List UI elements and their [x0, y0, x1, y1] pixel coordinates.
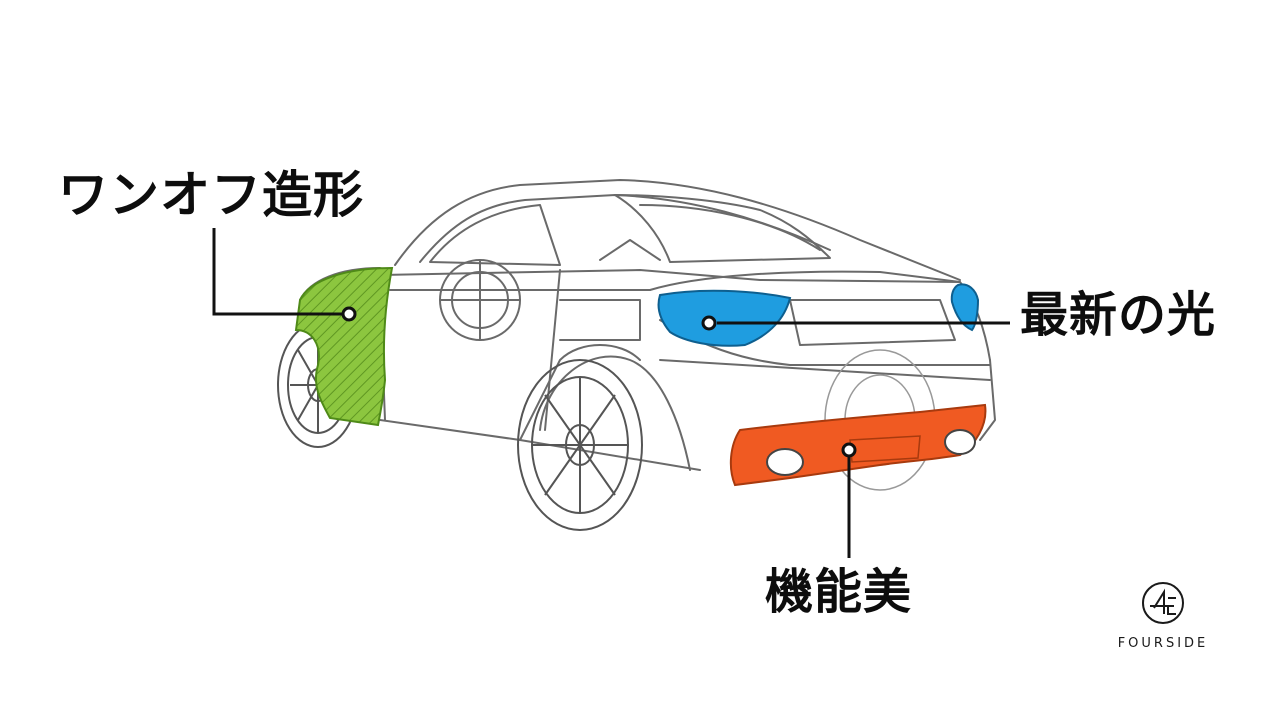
leader-one-off	[212, 228, 343, 316]
fourside-logo-icon	[1142, 582, 1184, 624]
callout-light-label: 最新の光	[1020, 287, 1217, 343]
front-fender-highlight	[294, 266, 394, 427]
brand-logo: FOURSIDE	[1108, 580, 1218, 651]
marker-function	[841, 442, 857, 458]
marker-light	[701, 315, 717, 331]
callout-function-label: 機能美	[765, 564, 913, 620]
leader-lines	[212, 228, 1010, 558]
taillight-right-highlight	[950, 283, 980, 332]
taillight-left-highlight	[657, 289, 792, 347]
callout-one-off-label: ワンオフ造形	[58, 166, 364, 224]
rear-diffuser-highlight	[729, 403, 987, 487]
brand-name: FOURSIDE	[1117, 636, 1209, 651]
rear-wheel	[517, 359, 643, 531]
leader-dots	[341, 306, 857, 458]
marker-one-off	[341, 306, 357, 322]
